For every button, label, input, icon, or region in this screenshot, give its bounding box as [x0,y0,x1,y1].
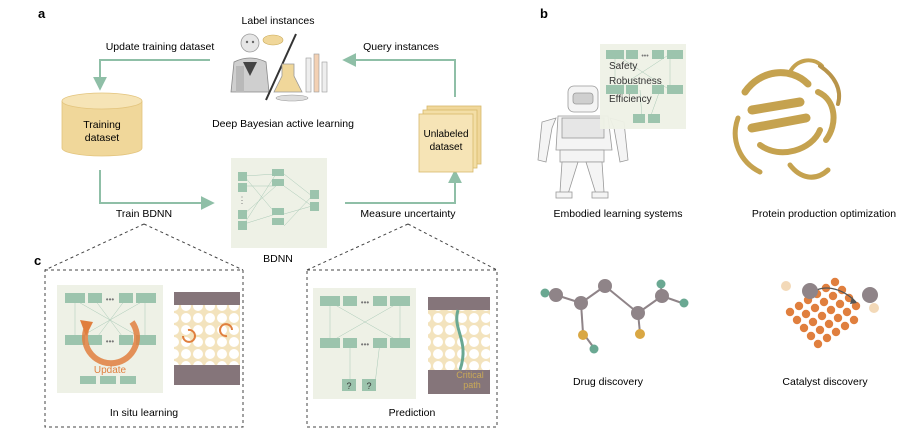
efficiency-label: Efficiency [609,94,652,105]
robot-network: ••• Safety Robustness Efficiency [600,44,686,129]
protein-illustration [732,58,841,180]
robustness-label: Robustness [609,76,662,87]
protein-production-text: Protein production optimization [752,208,896,220]
question-mark-2: ? [366,381,371,391]
panel-label-a: a [38,6,46,21]
annotator-illustration [230,33,328,102]
critical-label-1: Critical [456,370,484,380]
unlabeled-dataset-label-1: Unlabeled [423,129,468,140]
unlabeled-dataset-stack: Unlabeled dataset [418,105,482,173]
prediction-material: Critical path [428,297,490,394]
query-instances-text: Query instances [363,41,439,53]
label-instances-text: Label instances [242,15,315,27]
in-situ-network: ••• ••• Update [57,285,163,393]
prediction-text: Prediction [389,407,436,419]
prediction-network: ••• ••• ? ? [313,288,416,399]
drug-molecule-illustration [540,279,689,354]
svg-text:⋮: ⋮ [238,195,247,205]
in-situ-learning-box [44,269,244,428]
drug-discovery-text: Drug discovery [573,376,644,388]
training-dataset-cylinder: Training dataset [61,92,143,157]
in-situ-learning-text: In situ learning [110,407,178,419]
svg-text:•••: ••• [361,340,370,349]
training-dataset-label-2: dataset [85,132,120,144]
svg-text:•••: ••• [641,53,649,60]
panel-label-c: c [34,253,41,268]
deep-bayesian-active-learning-text: Deep Bayesian active learning [212,118,354,130]
unlabeled-dataset-label-2: dataset [430,142,463,153]
zoom-lines [44,223,498,271]
svg-text:•••: ••• [106,337,115,346]
update-label: Update [94,365,127,376]
bdnn-network: ⋮ [231,158,327,248]
safety-label: Safety [609,61,637,72]
measure-uncertainty-text: Measure uncertainty [360,208,456,220]
panel-label-b: b [540,6,548,21]
svg-text:•••: ••• [361,298,370,307]
update-training-dataset-text: Update training dataset [106,41,215,53]
cycle-arrows [93,53,462,210]
svg-text:•••: ••• [106,295,115,304]
bdnn-label: BDNN [263,253,293,265]
critical-label-2: path [463,380,481,390]
robot-illustration [537,85,629,199]
embodied-learning-text: Embodied learning systems [554,208,683,220]
in-situ-material [174,292,240,385]
catalyst-illustration [781,277,879,349]
training-dataset-label-1: Training [83,119,121,131]
catalyst-discovery-text: Catalyst discovery [782,376,868,388]
train-bdnn-text: Train BDNN [116,208,172,220]
question-mark-1: ? [346,381,351,391]
